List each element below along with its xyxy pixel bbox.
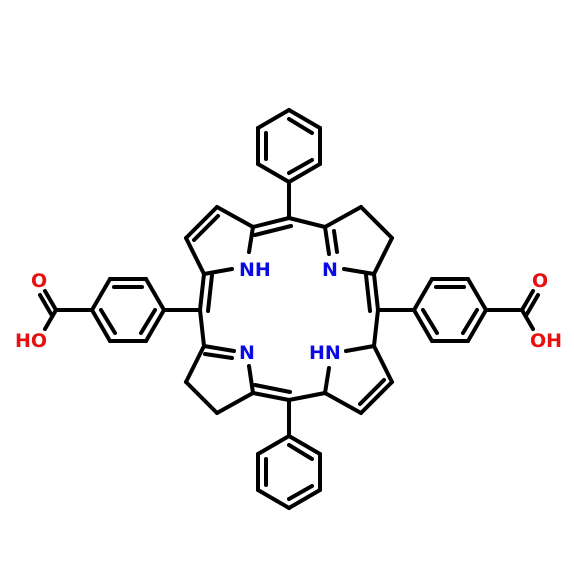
- atom-labels: NH N N HN O HO O OH: [15, 257, 562, 364]
- right-benzoic-ring: [376, 277, 524, 343]
- nh-upper-label: NH: [239, 259, 271, 281]
- porphyrin-macrocycle: [184, 205, 394, 415]
- hydroxyl-left-label: HO: [15, 330, 47, 352]
- bottom-phenyl-ring: [256, 398, 322, 510]
- hn-lower-label: HN: [309, 342, 341, 364]
- n-upper-label: N: [322, 259, 338, 281]
- top-phenyl-ring: [256, 108, 322, 220]
- bonds: [38, 108, 540, 510]
- oxygen-right-carbonyl-label: O: [532, 270, 548, 292]
- left-benzoic-ring: [54, 277, 202, 343]
- hydroxyl-right-label: OH: [530, 330, 562, 352]
- right-carboxyl-group: [520, 289, 540, 331]
- n-lower-label: N: [239, 342, 255, 364]
- oxygen-left-carbonyl-label: O: [31, 270, 47, 292]
- left-carboxyl-group: [38, 289, 58, 331]
